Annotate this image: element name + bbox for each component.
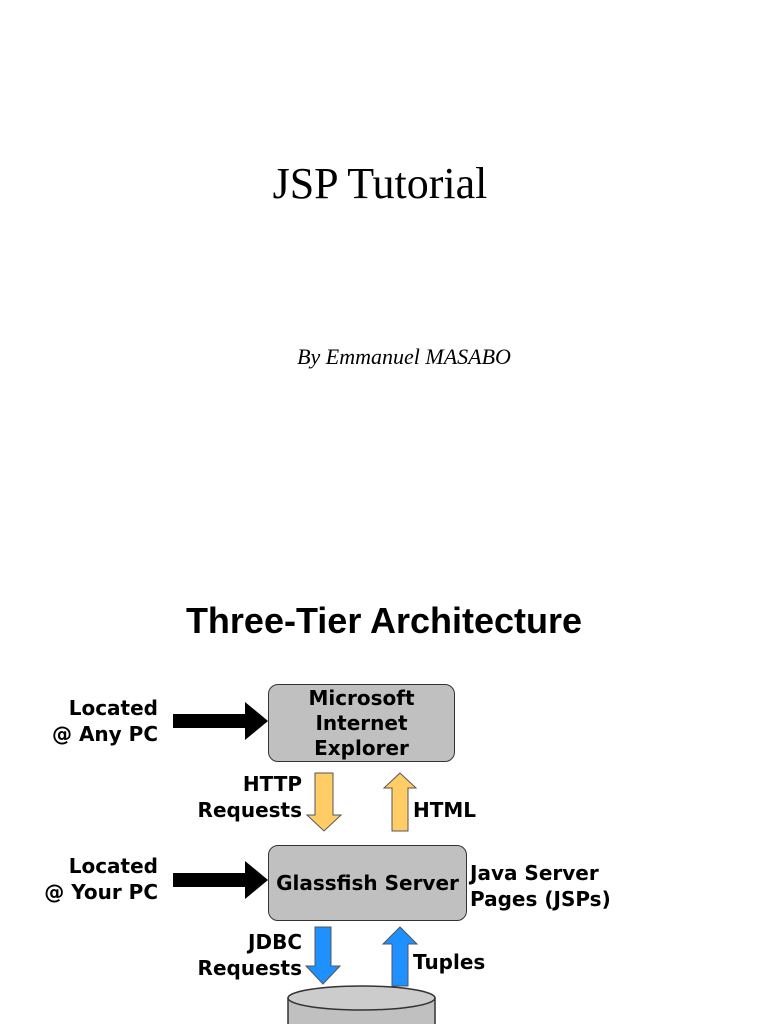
- location-your-label: Located @ Your PC: [44, 854, 158, 904]
- tuples-up-arrow-icon: [381, 926, 419, 987]
- location-arrow-your-icon: [173, 861, 268, 899]
- diagram-arrows: [173, 702, 436, 1024]
- slide-title: JSP Tutorial: [272, 159, 488, 208]
- http-down-arrow-icon: [305, 772, 343, 832]
- http-requests-label: HTTP Requests: [197, 772, 302, 822]
- jsp-label: Java Server Pages (JSPs): [470, 861, 611, 911]
- html-label: HTML: [413, 798, 477, 822]
- slide-author: By Emmanuel MASABO: [297, 344, 511, 369]
- location-any-label: Located @ Any PC: [51, 696, 158, 746]
- server-box: Glassfish Server: [268, 845, 467, 921]
- tuples-label: Tuples: [413, 950, 486, 974]
- location-arrow-any-icon: [173, 702, 268, 740]
- architecture-slide: Three-Tier Architecture Microsoft Intern…: [0, 540, 768, 1024]
- database-icon: [287, 985, 436, 1024]
- architecture-title: Three-Tier Architecture: [185, 600, 583, 641]
- jdbc-down-arrow-icon: [304, 926, 342, 985]
- html-up-arrow-icon: [382, 772, 418, 832]
- title-slide: JSP Tutorial By Emmanuel MASABO: [272, 159, 511, 369]
- jdbc-requests-label: JDBC Requests: [197, 930, 302, 980]
- browser-box: Microsoft Internet Explorer: [268, 684, 455, 762]
